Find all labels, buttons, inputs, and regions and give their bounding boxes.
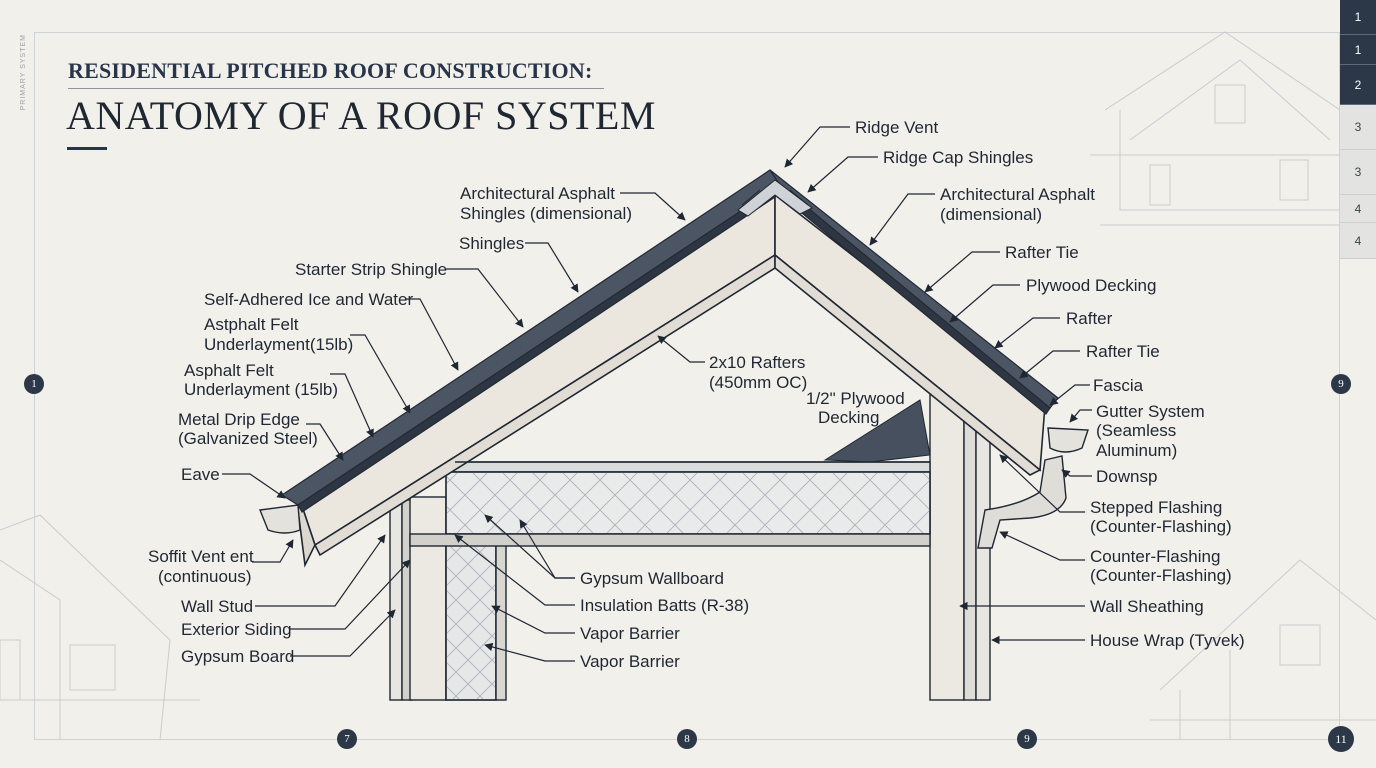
label-felt-2b: Underlayment (15lb) (184, 380, 338, 399)
label-arch-shingles: Architectural Asphalt (460, 184, 615, 203)
badge-bottom-2[interactable]: 8 (677, 729, 697, 749)
label-ice-water: Self-Adhered Ice and Water (204, 290, 413, 309)
label-plywood-decking: Plywood Decking (1026, 276, 1156, 295)
tab-1a[interactable]: 1 (1340, 0, 1376, 35)
label-rafter: Rafter (1066, 309, 1113, 328)
right-rafter (774, 193, 1046, 476)
label-gutter-2: (Seamless (1096, 421, 1176, 440)
ridge-vent (737, 179, 813, 217)
title-divider (68, 88, 604, 89)
title-accent-bar (67, 147, 107, 150)
label-exterior-siding: Exterior Siding (181, 620, 292, 639)
label-soffit: Soffit Vent ent (148, 547, 254, 566)
label-gypsum-board: Gypsum Board (181, 647, 294, 666)
label-eave: Eave (181, 465, 220, 484)
left-gutter (259, 504, 301, 534)
label-stepped-flashing-2: (Counter-Flashing) (1090, 517, 1232, 536)
label-felt-1: Astphalt Felt (204, 315, 299, 334)
right-gutter (1047, 427, 1089, 453)
label-felt-2: Asphalt Felt (184, 361, 274, 380)
label-gypsum-wallboard: Gypsum Wallboard (580, 569, 724, 588)
label-gutter-3: Aluminum) (1096, 441, 1177, 460)
label-drip-edge-2: (Galvanized Steel) (178, 429, 318, 448)
label-shingles: Shingles (459, 234, 524, 253)
label-fascia: Fascia (1093, 376, 1144, 395)
page-subtitle: RESIDENTIAL PITCHED ROOF CONSTRUCTION: (68, 58, 593, 83)
ceiling-insulation (409, 461, 931, 547)
label-downspout: Downsp (1096, 467, 1157, 486)
label-arch-shingles-2: Shingles (dimensional) (460, 204, 632, 223)
right-labels: Architectural Asphalt (dimensional) Raft… (940, 185, 1245, 650)
label-gutter: Gutter System (1096, 402, 1205, 421)
tab-2[interactable]: 2 (1340, 65, 1376, 105)
badge-bottom-3[interactable]: 9 (1017, 729, 1037, 749)
label-felt-1b: Underlayment(15lb) (204, 335, 353, 354)
right-wall (929, 387, 991, 701)
label-counter-flashing-2: (Counter-Flashing) (1090, 566, 1232, 585)
tab-3b[interactable]: 3 (1340, 150, 1376, 195)
label-stepped-flashing: Stepped Flashing (1090, 498, 1222, 517)
tab-4a[interactable]: 4 (1340, 195, 1376, 223)
badge-left[interactable]: 1 (24, 374, 44, 394)
label-plywood: 1/2" Plywood (806, 389, 905, 408)
label-wall-sheathing: Wall Sheathing (1090, 597, 1204, 616)
sketch-house-bottom-left (0, 514, 200, 741)
sketch-house-top-right (1090, 31, 1341, 226)
leader-lines (222, 126, 1092, 662)
badge-corner[interactable]: 11 (1328, 726, 1354, 752)
tab-3a[interactable]: 3 (1340, 105, 1376, 150)
page-tabs: 1 1 2 3 3 4 4 (1340, 0, 1376, 259)
label-vapor-barrier-2: Vapor Barrier (580, 652, 680, 671)
label-drip-edge: Metal Drip Edge (178, 410, 300, 429)
label-rafters-2: (450mm OC) (709, 373, 807, 392)
badge-bottom-1[interactable]: 7 (337, 729, 357, 749)
center-labels: Ridge Vent Ridge Cap Shingles 2x10 Rafte… (580, 118, 1033, 671)
label-house-wrap: House Wrap (Tyvek) (1090, 631, 1245, 650)
label-arch-right-2: (dimensional) (940, 205, 1042, 224)
label-starter-strip: Starter Strip Shingle (295, 260, 447, 279)
label-ridge-cap: Ridge Cap Shingles (883, 148, 1033, 167)
label-rafter-tie-2: Rafter Tie (1086, 342, 1160, 361)
label-plywood-2: Decking (818, 408, 879, 427)
right-shingles (769, 169, 1059, 415)
left-wall (389, 494, 507, 701)
label-soffit-2: (continuous) (158, 567, 252, 586)
label-ridge-vent: Ridge Vent (855, 118, 938, 137)
badge-right[interactable]: 9 (1331, 374, 1351, 394)
tab-4b[interactable]: 4 (1340, 223, 1376, 259)
label-arch-right: Architectural Asphalt (940, 185, 1095, 204)
label-insulation: Insulation Batts (R-38) (580, 596, 749, 615)
label-rafter-tie-1: Rafter Tie (1005, 243, 1079, 262)
page-title: ANATOMY OF A ROOF SYSTEM (66, 93, 656, 138)
label-rafters: 2x10 Rafters (709, 353, 805, 372)
label-counter-flashing: Counter-Flashing (1090, 547, 1220, 566)
downspout (977, 455, 1067, 549)
label-vapor-barrier-1: Vapor Barrier (580, 624, 680, 643)
sketch-house-bottom-right (1150, 559, 1376, 740)
label-wall-stud: Wall Stud (181, 597, 253, 616)
tab-1b[interactable]: 1 (1340, 35, 1376, 65)
left-labels: Architectural Asphalt Shingles (dimensio… (148, 184, 632, 666)
